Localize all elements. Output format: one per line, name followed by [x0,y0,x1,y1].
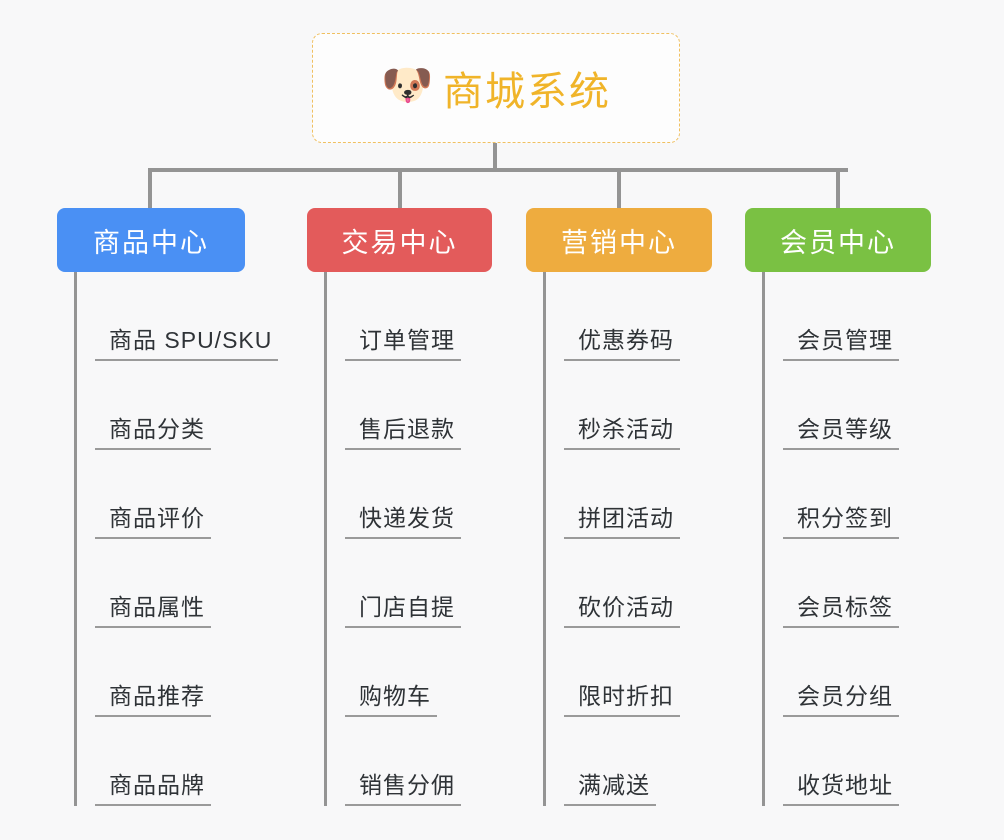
branch-trade-center: 交易中心订单管理售后退款快递发货门店自提购物车销售分佣 [307,208,492,806]
leaf-item[interactable]: 积分签到 [783,450,931,539]
leaf-item-label: 销售分佣 [345,766,461,806]
leaf-item-label: 优惠券码 [564,321,680,361]
leaf-item[interactable]: 售后退款 [345,361,492,450]
leaf-item[interactable]: 商品 SPU/SKU [95,272,279,361]
connector-drop-trade-center [398,168,402,210]
branch-header-member-center[interactable]: 会员中心 [745,208,931,272]
connector-spine-member-center [762,272,765,806]
connector-spine-product-center [74,272,77,806]
leaf-item[interactable]: 门店自提 [345,539,492,628]
leaf-item-label: 会员等级 [783,410,899,450]
leaf-item-label: 商品 SPU/SKU [95,321,279,361]
leaf-list-trade-center: 订单管理售后退款快递发货门店自提购物车销售分佣 [324,272,492,806]
leaf-item-label: 门店自提 [345,588,461,628]
leaf-item[interactable]: 订单管理 [345,272,492,361]
branch-header-product-center[interactable]: 商品中心 [57,208,245,272]
leaf-item-label: 商品品牌 [95,766,211,806]
branch-product-center: 商品中心商品 SPU/SKU 商品分类商品评价商品属性商品推荐商品品牌 [57,208,279,806]
leaf-item[interactable]: 商品分类 [95,361,245,450]
branch-header-label: 营销中心 [561,227,677,258]
leaf-item[interactable]: 收货地址 [783,717,931,806]
leaf-item-label: 会员标签 [783,588,899,628]
branch-header-marketing-center[interactable]: 营销中心 [526,208,712,272]
leaf-item-label: 售后退款 [345,410,461,450]
branch-header-label: 商品中心 [93,227,209,258]
root-node[interactable]: 🐶 商城系统 [312,33,680,143]
leaf-item-label: 商品评价 [95,499,211,539]
leaf-list-member-center: 会员管理会员等级积分签到会员标签会员分组收货地址 [762,272,931,806]
leaf-item-label: 满减送 [564,766,656,806]
connector-spine-marketing-center [543,272,546,806]
leaf-item-label: 商品分类 [95,410,211,450]
leaf-item-label: 商品推荐 [95,677,211,717]
leaf-item[interactable]: 限时折扣 [564,628,712,717]
root-title: 商城系统 [443,70,611,114]
branch-header-trade-center[interactable]: 交易中心 [307,208,492,272]
leaf-item[interactable]: 商品属性 [95,539,245,628]
leaf-item[interactable]: 商品品牌 [95,717,245,806]
connector-spine-trade-center [324,272,327,806]
leaf-item[interactable]: 会员标签 [783,539,931,628]
leaf-item[interactable]: 快递发货 [345,450,492,539]
connector-horizontal-bus [148,168,848,172]
leaf-item[interactable]: 商品评价 [95,450,245,539]
branch-member-center: 会员中心会员管理会员等级积分签到会员标签会员分组收货地址 [745,208,931,806]
branch-marketing-center: 营销中心优惠券码秒杀活动拼团活动砍价活动限时折扣满减送 [526,208,712,806]
leaf-item-label: 拼团活动 [564,499,680,539]
leaf-item[interactable]: 砍价活动 [564,539,712,628]
leaf-item[interactable]: 拼团活动 [564,450,712,539]
leaf-item-label: 砍价活动 [564,588,680,628]
leaf-list-marketing-center: 优惠券码秒杀活动拼团活动砍价活动限时折扣满减送 [543,272,712,806]
connector-drop-marketing-center [617,168,621,210]
leaf-item[interactable]: 满减送 [564,717,712,806]
leaf-item-label: 限时折扣 [564,677,680,717]
connector-drop-product-center [148,168,152,210]
leaf-item[interactable]: 销售分佣 [345,717,492,806]
leaf-item-label: 收货地址 [783,766,899,806]
leaf-item-label: 会员管理 [783,321,899,361]
branch-header-label: 交易中心 [341,227,458,258]
leaf-item-label: 订单管理 [345,321,461,361]
leaf-item-label: 购物车 [345,677,437,717]
connector-root-stem [493,143,497,171]
branch-header-label: 会员中心 [780,227,896,258]
leaf-item-label: 秒杀活动 [564,410,680,450]
leaf-item-label: 会员分组 [783,677,899,717]
leaf-item[interactable]: 秒杀活动 [564,361,712,450]
leaf-item[interactable]: 优惠券码 [564,272,712,361]
leaf-item[interactable]: 商品推荐 [95,628,245,717]
leaf-item[interactable]: 会员管理 [783,272,931,361]
leaf-item-label: 积分签到 [783,499,899,539]
leaf-item[interactable]: 会员分组 [783,628,931,717]
leaf-item-label: 快递发货 [345,499,461,539]
leaf-item[interactable]: 会员等级 [783,361,931,450]
connector-drop-member-center [836,168,840,210]
leaf-list-product-center: 商品 SPU/SKU 商品分类商品评价商品属性商品推荐商品品牌 [74,272,279,806]
leaf-item-label: 商品属性 [95,588,211,628]
shiba-dog-face-icon: 🐶 [381,61,434,108]
leaf-item[interactable]: 购物车 [345,628,492,717]
